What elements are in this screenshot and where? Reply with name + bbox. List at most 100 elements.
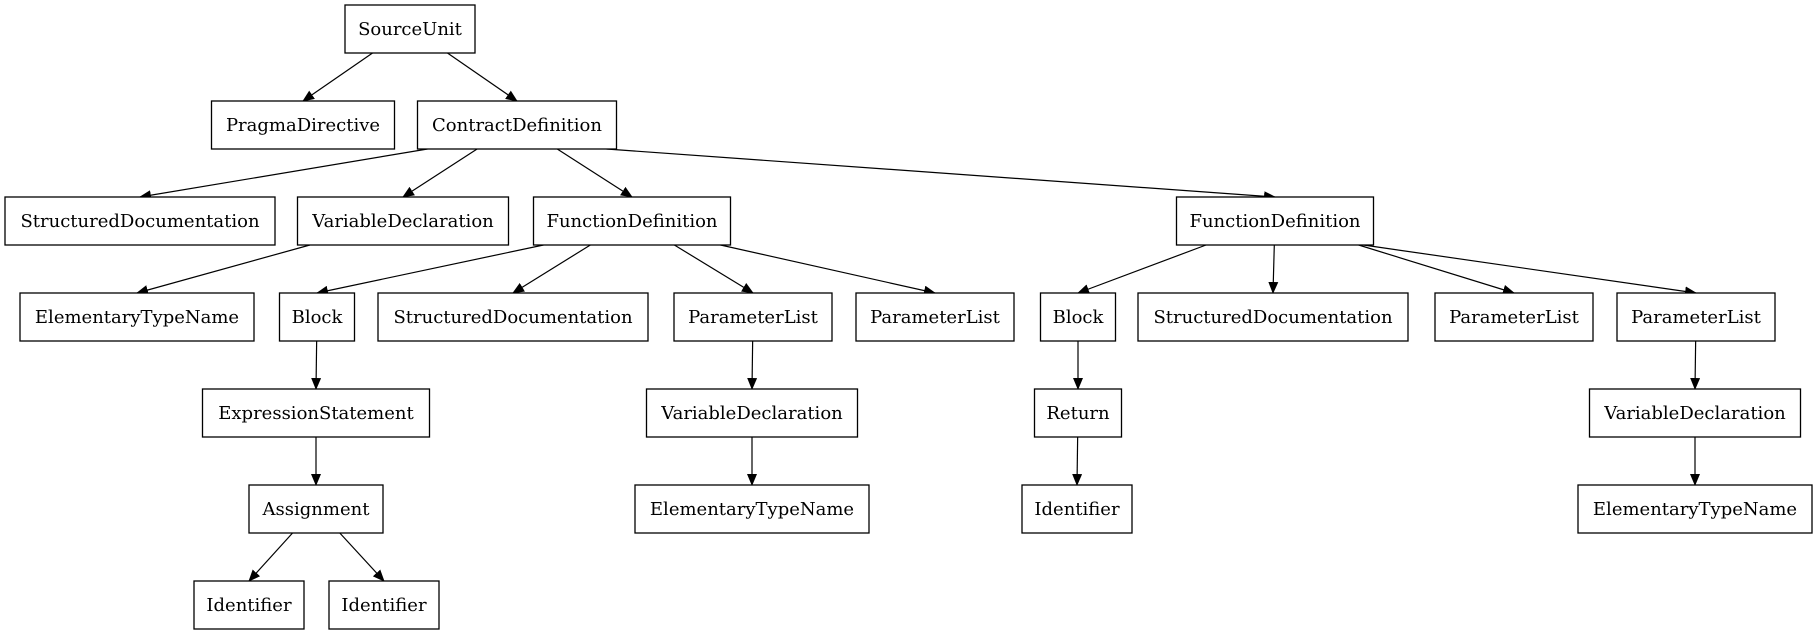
tree-node-identifier: Identifier <box>193 580 305 630</box>
node-label: ElementaryTypeName <box>1593 499 1797 520</box>
node-label: ElementaryTypeName <box>35 307 239 328</box>
tree-edge <box>556 148 633 198</box>
tree-node-variable-declaration: VariableDeclaration <box>645 388 859 438</box>
node-label: Block <box>292 307 344 328</box>
node-label: ParameterList <box>870 307 1001 328</box>
tree-node-parameter-list: ParameterList <box>673 292 833 342</box>
node-box <box>416 100 618 150</box>
edge-arrow <box>720 244 936 296</box>
node-box <box>634 484 870 534</box>
edge-arrow <box>1358 244 1515 295</box>
node-label: Identifier <box>206 595 292 616</box>
node-label: Identifier <box>1034 499 1120 520</box>
node-label: Return <box>1046 403 1110 424</box>
tree-edge <box>720 244 936 296</box>
tree-node-identifier: Identifier <box>1021 484 1133 534</box>
node-box <box>193 580 305 630</box>
edge-arrow <box>1363 244 1697 297</box>
node-box <box>645 388 859 438</box>
edge-arrow <box>136 244 311 295</box>
tree-node-parameter-list: ParameterList <box>855 292 1015 342</box>
tree-edge <box>1268 244 1279 294</box>
node-box <box>1616 292 1776 342</box>
node-label: FunctionDefinition <box>1189 211 1360 232</box>
node-label: VariableDeclaration <box>1603 403 1786 424</box>
node-box <box>1175 196 1375 246</box>
node-label: ParameterList <box>688 307 819 328</box>
edge-arrow <box>606 148 1276 202</box>
tree-edge <box>1690 340 1701 390</box>
node-box <box>201 388 431 438</box>
node-label: ParameterList <box>1449 307 1580 328</box>
node-box <box>4 196 276 246</box>
tree-edge <box>139 148 428 201</box>
tree-edge <box>1358 244 1515 295</box>
tree-edge <box>339 532 385 582</box>
node-box <box>377 292 649 342</box>
tree-edge <box>316 244 544 296</box>
node-label: ParameterList <box>1631 307 1762 328</box>
node-box <box>210 100 396 150</box>
tree-edge <box>302 52 373 102</box>
node-box <box>1434 292 1594 342</box>
tree-edge <box>674 244 754 294</box>
tree-node-pragma-directive: PragmaDirective <box>210 100 396 150</box>
edge-arrow <box>248 532 293 582</box>
tree-edge <box>747 340 758 390</box>
node-box <box>855 292 1015 342</box>
edge-arrow <box>316 244 544 296</box>
tree-edge <box>1077 244 1207 294</box>
node-box <box>328 580 440 630</box>
tree-edge <box>311 340 322 390</box>
node-label: VariableDeclaration <box>311 211 494 232</box>
edge-arrow <box>512 244 591 294</box>
edge-arrow <box>447 52 518 102</box>
edge-arrow <box>302 52 373 102</box>
node-box <box>19 292 255 342</box>
tree-node-contract-definition: ContractDefinition <box>416 100 618 150</box>
tree-edge <box>447 52 518 102</box>
tree-node-variable-declaration: VariableDeclaration <box>296 196 510 246</box>
node-label: Assignment <box>262 499 371 520</box>
edge-arrow <box>1077 244 1207 294</box>
node-label: FunctionDefinition <box>546 211 717 232</box>
node-label: ElementaryTypeName <box>650 499 854 520</box>
node-box <box>673 292 833 342</box>
tree-node-return: Return <box>1033 388 1123 438</box>
edges-layer <box>136 52 1701 582</box>
node-box <box>248 484 384 534</box>
node-label: Block <box>1053 307 1105 328</box>
node-box <box>1577 484 1813 534</box>
node-box <box>1033 388 1123 438</box>
node-box <box>278 292 356 342</box>
tree-node-structured-documentation: StructuredDocumentation <box>4 196 276 246</box>
tree-node-source-unit: SourceUnit <box>344 4 476 54</box>
tree-edge <box>136 244 311 295</box>
tree-node-elementary-type-name: ElementaryTypeName <box>19 292 255 342</box>
tree-node-variable-declaration: VariableDeclaration <box>1588 388 1802 438</box>
node-box <box>1039 292 1117 342</box>
node-label: VariableDeclaration <box>660 403 843 424</box>
tree-edge <box>402 148 478 198</box>
node-label: PragmaDirective <box>226 115 380 136</box>
node-label: ContractDefinition <box>432 115 602 136</box>
node-box <box>1588 388 1802 438</box>
node-label: ExpressionStatement <box>218 403 414 424</box>
node-label: SourceUnit <box>358 19 463 40</box>
tree-edge <box>512 244 591 294</box>
edge-arrow <box>402 148 478 198</box>
edge-arrow <box>747 340 758 390</box>
tree-node-block: Block <box>1039 292 1117 342</box>
tree-node-function-definition: FunctionDefinition <box>1175 196 1375 246</box>
tree-node-identifier: Identifier <box>328 580 440 630</box>
node-box <box>1021 484 1133 534</box>
node-label: Identifier <box>341 595 427 616</box>
node-label: StructuredDocumentation <box>1153 307 1392 328</box>
tree-node-parameter-list: ParameterList <box>1616 292 1776 342</box>
tree-edge <box>606 148 1276 202</box>
edge-arrow <box>339 532 385 582</box>
tree-node-expression-statement: ExpressionStatement <box>201 388 431 438</box>
tree-node-parameter-list: ParameterList <box>1434 292 1594 342</box>
